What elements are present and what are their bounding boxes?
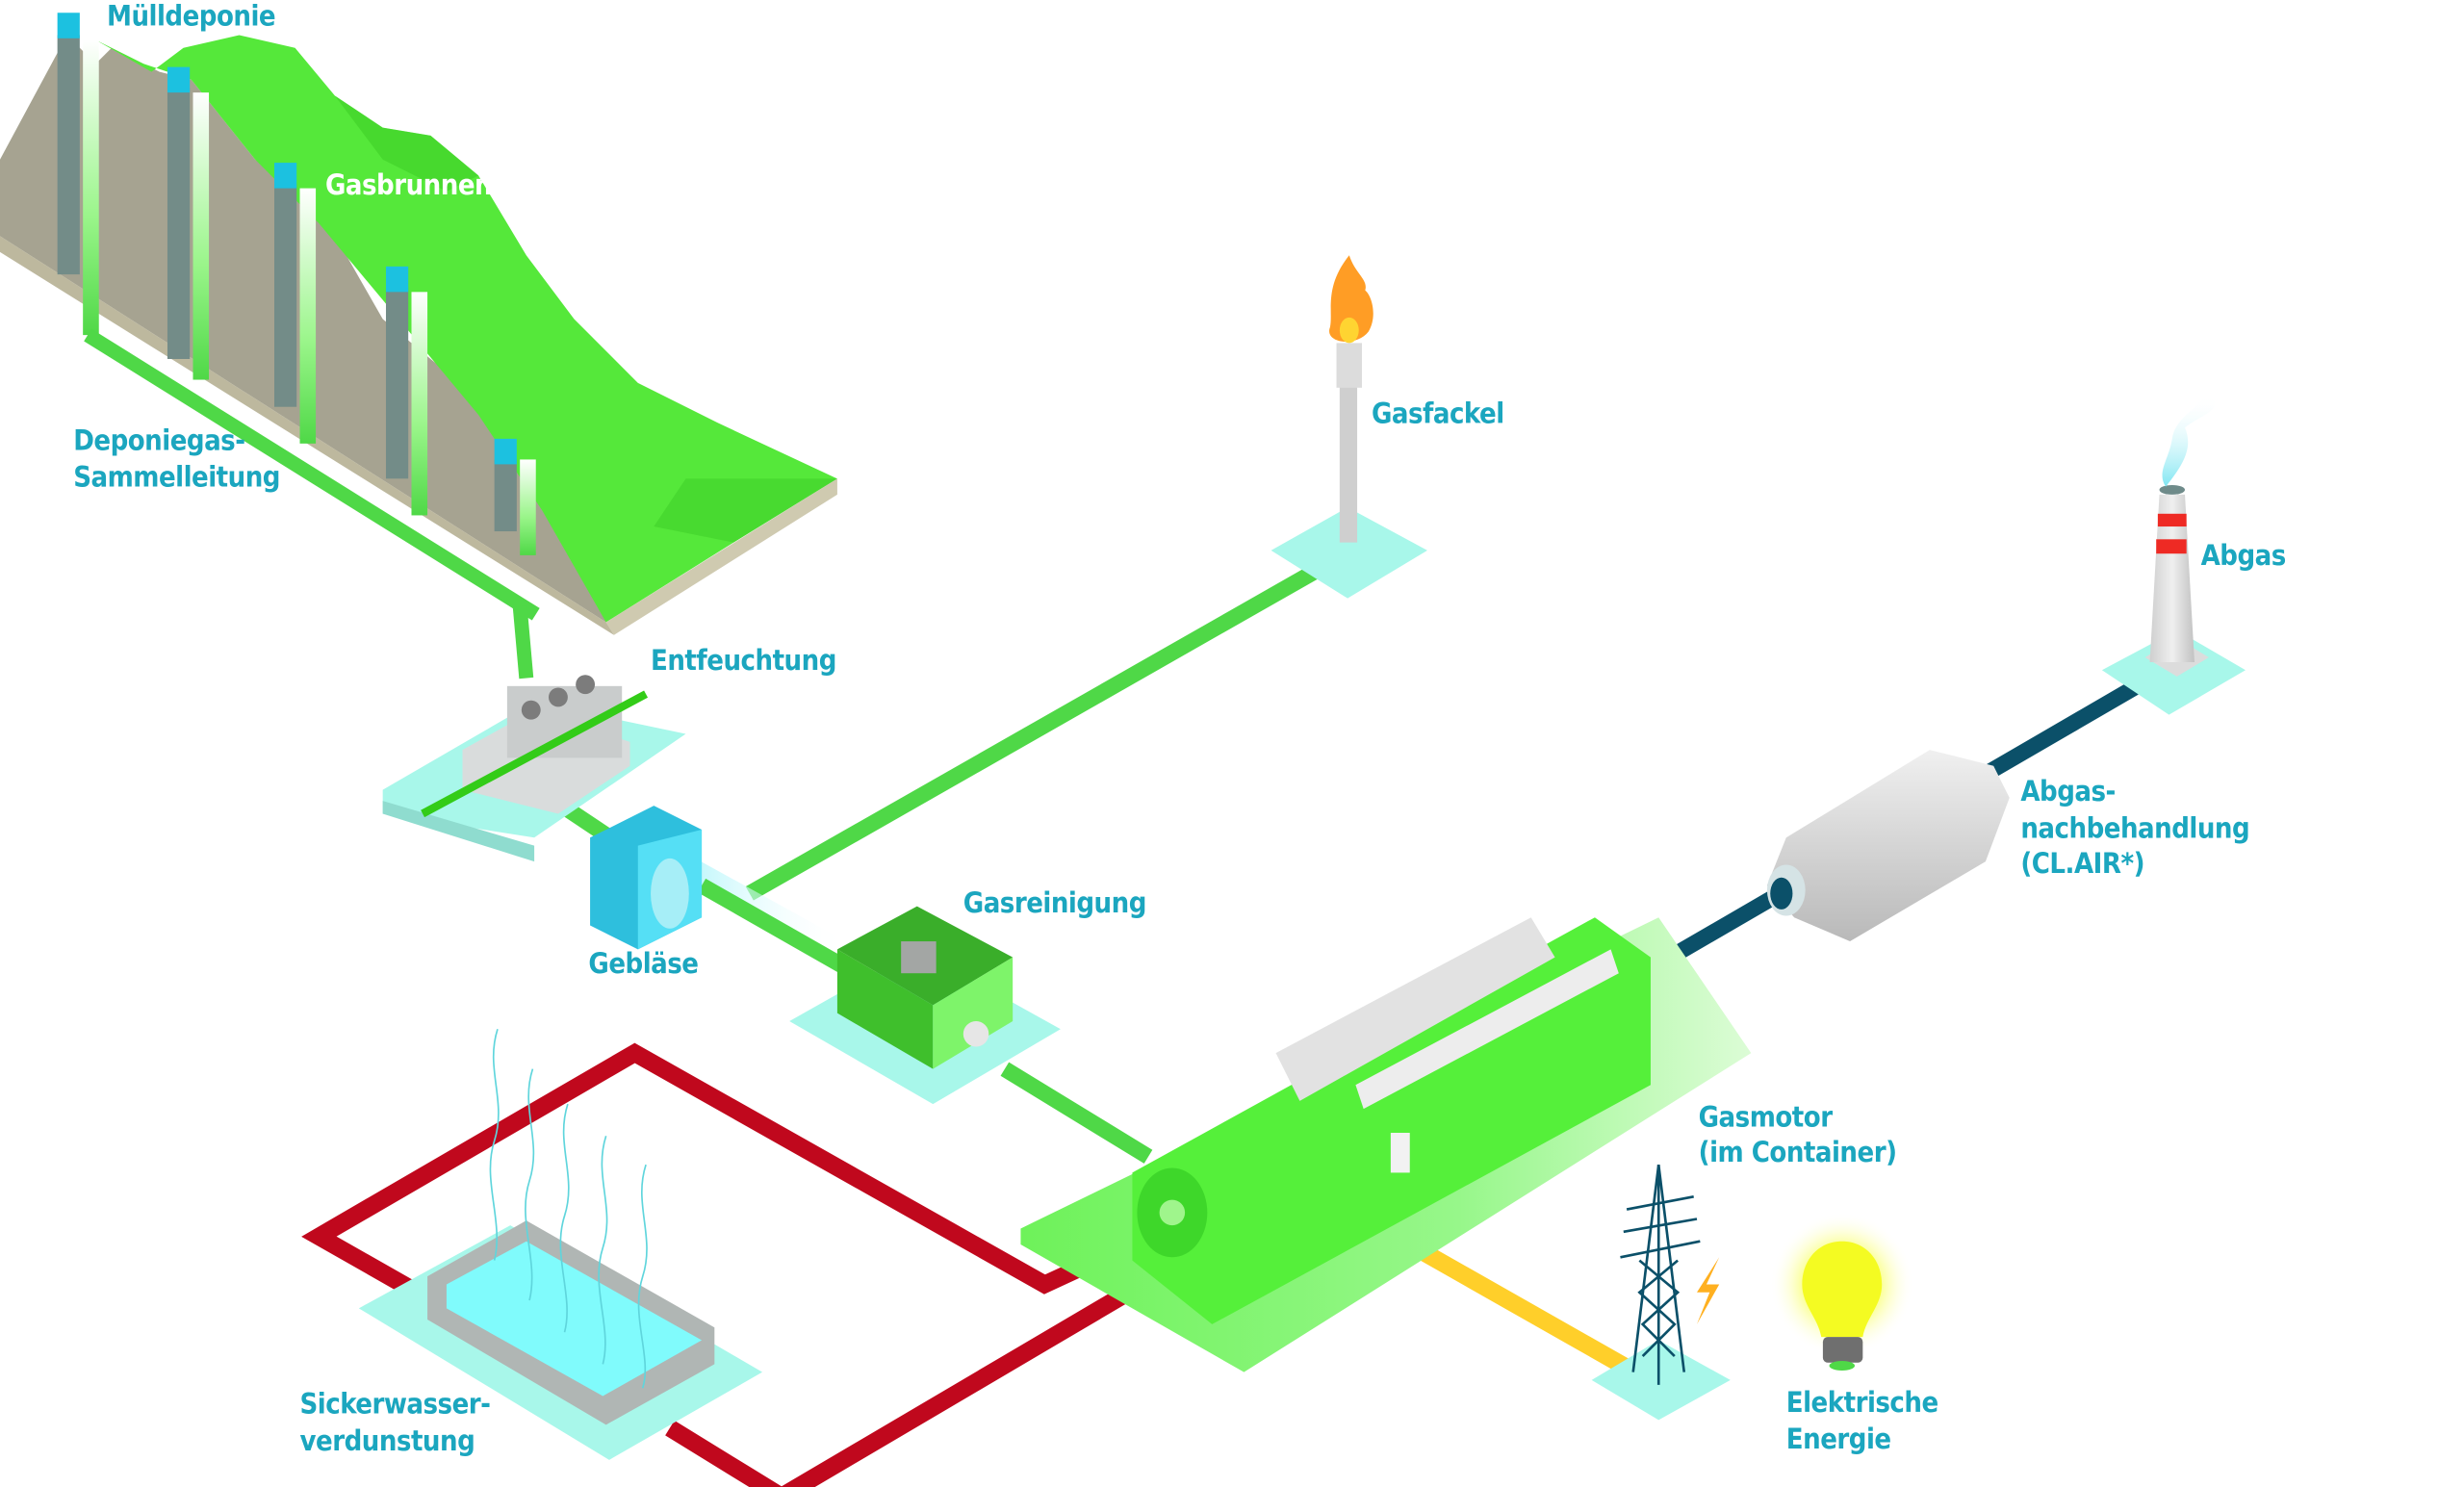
labels: Mülldeponie Gasbrunnen Deponiegas- Samme… [73,0,2286,1457]
label-collection-line-2: Sammelleitung [73,461,280,494]
label-aftertreatment-2: nachbehandlung [2020,811,2249,844]
well-head-icon [385,266,409,293]
gas-well [385,266,428,516]
lightning-icon [1697,1257,1720,1324]
label-aftertreatment-3: (CL.AIR*) [2020,847,2144,880]
light-bulb [1770,1212,1914,1371]
power-pylon [1591,1164,1731,1421]
evaporation-basin [358,1028,763,1460]
label-gas-wells: Gasbrunnen [325,168,492,201]
gas-well [494,438,536,555]
pipe-blower-to-cleaning [697,878,865,984]
label-leachate-1: Sickerwasser- [300,1388,491,1421]
landfill-green-shade-2 [654,478,837,543]
fan-icon [576,675,596,695]
label-gas-engine-2: (im Container) [1699,1136,1897,1168]
label-gas-flare: Gasfackel [1372,397,1504,429]
fan-wheel-icon [651,858,689,929]
gas-collection-line [84,328,540,679]
label-gas-engine-1: Gasmotor [1699,1100,1834,1133]
label-blower: Gebläse [588,947,698,980]
label-electric-2: Energie [1786,1423,1891,1455]
gas-wells [57,13,536,555]
pipe-blower-to-flare [745,559,1328,901]
gas-flare [1270,255,1427,599]
gas-well [57,13,99,336]
label-landfill: Mülldeponie [107,0,275,33]
label-exhaust: Abgas [2201,539,2286,572]
catalytic-converter [1766,750,2010,942]
well-head-icon [167,66,191,93]
flame-icon [1329,255,1373,343]
gas-cleaning-unit [789,906,1061,1105]
label-gas-cleaning: Gasreinigung [963,886,1146,919]
smoke-icon [2162,396,2216,487]
vapor-lines [489,1028,648,1389]
well-head-icon [57,13,80,38]
gas-well [167,66,210,380]
label-collection-line-1: Deponiegas- [73,423,244,456]
label-electric-1: Elektrische [1786,1386,1938,1419]
pipe-cleaning-to-engine [1000,1062,1153,1164]
label-dehumidification: Entfeuchtung [651,644,836,677]
gauge-icon [962,1020,989,1047]
fan-icon [548,687,568,707]
well-head-icon [273,163,297,189]
landfill-base-edge [605,478,837,635]
blower-fan [590,806,703,950]
chimney [2101,396,2246,715]
gas-well [273,163,317,444]
gas-engine [1020,917,1752,1372]
dehumidifier-unit [382,675,686,862]
label-aftertreatment-1: Abgas- [2020,775,2116,808]
fan-icon [521,700,541,720]
label-leachate-2: verdunstung [300,1424,475,1457]
well-head-icon [494,438,517,465]
